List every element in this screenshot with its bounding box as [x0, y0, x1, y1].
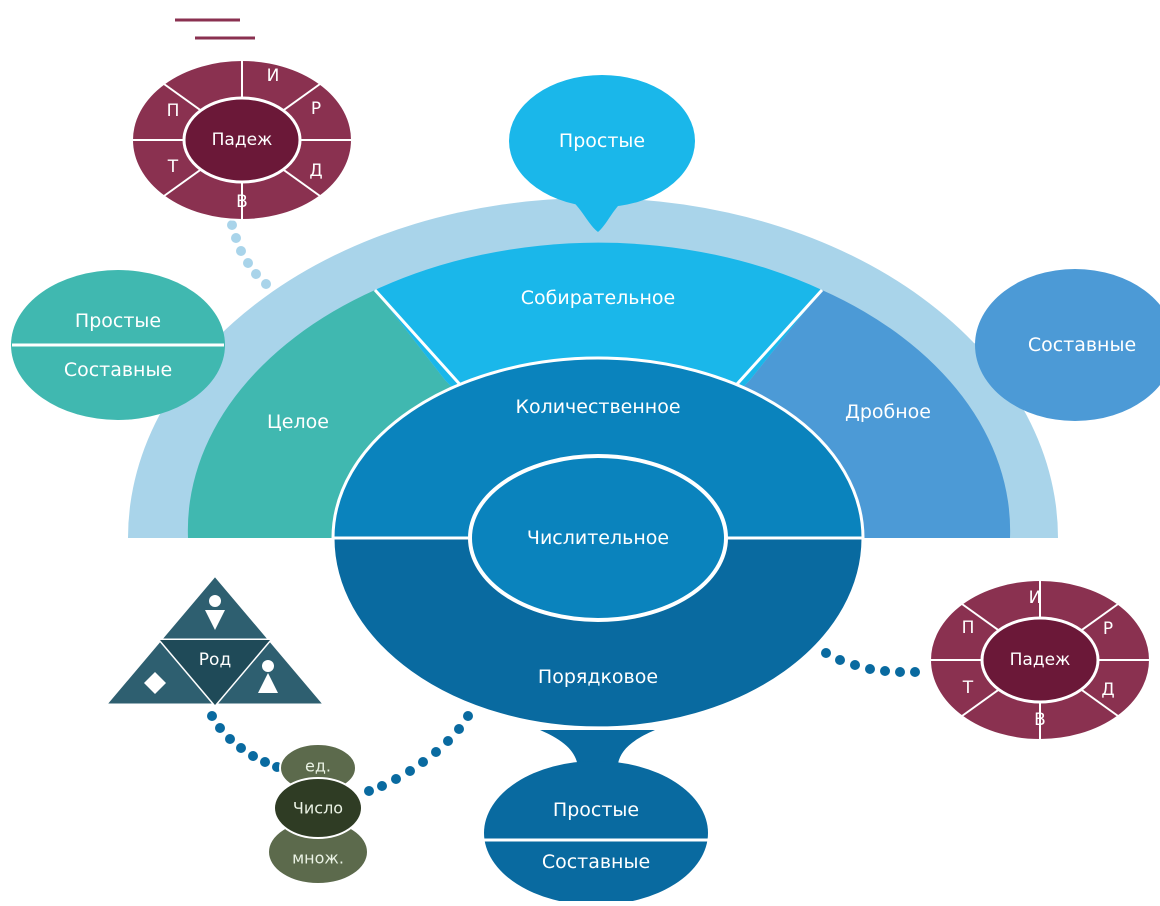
case-right-D: Д — [1101, 680, 1114, 700]
quantitative-label: Количественное — [515, 396, 680, 418]
connector-number-ordinal — [364, 711, 473, 796]
case-right-R: Р — [1103, 619, 1113, 639]
right-structure-bubble — [975, 269, 1160, 421]
number-stack — [267, 743, 369, 885]
case-right-center: Падеж — [1010, 650, 1071, 670]
center-circle — [468, 454, 728, 622]
neuter-icon — [144, 672, 166, 694]
case-wheel-right — [929, 579, 1151, 741]
male-icon — [258, 660, 278, 693]
case-top-left-V: В — [236, 192, 248, 212]
number-label: Число — [293, 799, 343, 818]
gender-label: Род — [199, 650, 231, 670]
female-icon — [205, 595, 225, 630]
collective-label: Собирательное — [521, 287, 676, 309]
bottom-simple-label: Простые — [553, 799, 639, 821]
fractional-label: Дробное — [845, 401, 931, 423]
case-top-left-P: П — [167, 101, 180, 121]
whole-label: Целое — [267, 411, 329, 433]
ordinal-label: Порядковое — [538, 666, 658, 688]
case-right-P: П — [962, 618, 975, 638]
case-top-left-R: Р — [311, 99, 321, 119]
left-simple-label: Простые — [75, 310, 161, 332]
case-top-left-T: Т — [167, 157, 179, 177]
number-plural: множ. — [292, 849, 344, 868]
case-right-I: И — [1029, 588, 1042, 608]
bottom-bubble-stem — [540, 730, 655, 780]
case-top-left-I: И — [267, 66, 280, 86]
connector-case-right — [821, 648, 920, 677]
bottom-compound-label: Составные — [542, 851, 650, 873]
center-label: Числительное — [527, 527, 669, 549]
left-compound-label: Составные — [64, 359, 172, 381]
case-top-left-D: Д — [309, 161, 322, 181]
quantitative-half — [333, 358, 863, 538]
top-simple-bubble — [509, 75, 695, 207]
right-compound-label: Составные — [1028, 334, 1136, 356]
case-right-T: Т — [962, 678, 974, 698]
bottom-structure-bubble — [484, 761, 708, 905]
top-simple-label: Простые — [559, 130, 645, 152]
number-singular: ед. — [305, 757, 331, 776]
ordinal-half — [333, 538, 863, 728]
connector-case-top — [227, 220, 271, 289]
gender-triangle — [101, 572, 329, 707]
case-wheel-top-left — [131, 59, 353, 221]
case-right-V: В — [1034, 710, 1046, 730]
case-top-left-center: Падеж — [212, 130, 273, 150]
connector-gender-number — [207, 711, 282, 772]
